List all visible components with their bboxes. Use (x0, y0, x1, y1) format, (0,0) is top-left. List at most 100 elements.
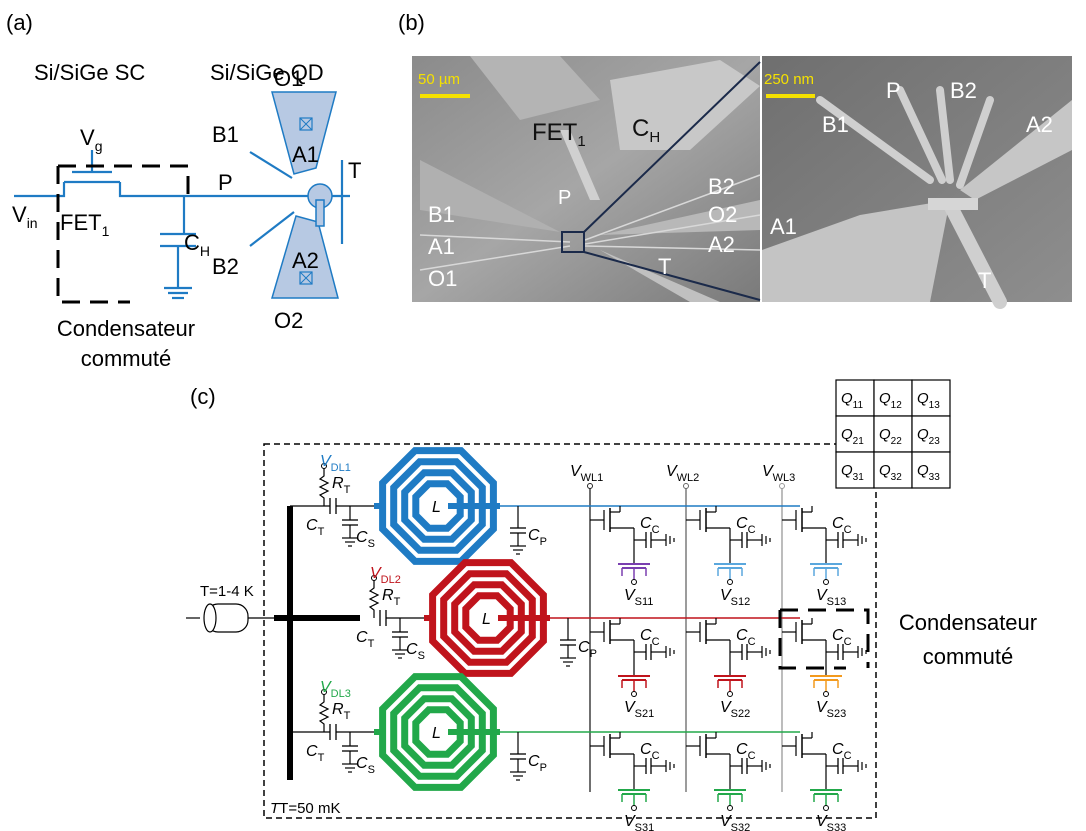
ch-label: CH (184, 230, 210, 259)
cc-label: CC (736, 741, 756, 762)
switched-cap-cell-21: CC VS21 (590, 618, 675, 720)
qd-title: Si/SiGe QD (210, 60, 324, 85)
coax-input (186, 603, 290, 633)
zoom-region-box (561, 231, 585, 253)
ohmic-contact-o2 (299, 271, 313, 285)
inductor-label: L (482, 611, 491, 628)
qubit-cell (911, 415, 951, 453)
switched-capacitor-box (56, 164, 190, 304)
cc-label: CC (832, 627, 852, 648)
rt-label: RT (382, 587, 401, 608)
sem-b2-label: B2 (708, 174, 735, 199)
fet-transistor (14, 150, 350, 300)
qubit-label-q22: Q22 (879, 426, 902, 447)
zoom-b1-label: B1 (822, 112, 849, 137)
zoom-p-label: P (886, 78, 901, 103)
zoom-b2-label: B2 (950, 78, 977, 103)
qubit-label-q11: Q11 (841, 390, 863, 411)
qubit-cell (835, 379, 875, 417)
scale-right-label: 250 nm (764, 71, 814, 88)
wordline-label-2: VWL2 (666, 463, 699, 484)
b2-label: B2 (212, 254, 239, 279)
qubit-label-q21: Q21 (841, 426, 864, 447)
zoom-t-label: T (978, 268, 991, 293)
qubit-label-q33: Q33 (917, 462, 940, 483)
wordline-label-3: VWL3 (762, 463, 795, 484)
sem-b1-label: B1 (428, 202, 455, 227)
cp-label: CP (578, 639, 597, 660)
qubit-label-q31: Q31 (841, 462, 864, 483)
vin-label: Vin (12, 202, 38, 231)
sem-a2-label: A2 (708, 232, 735, 257)
cryostat-boundary (263, 443, 877, 819)
cc-label: CC (736, 627, 756, 648)
rt-label: RT (332, 475, 351, 496)
ct-label: CT (306, 517, 325, 538)
base-temp-label: TT=50 mK (270, 800, 340, 817)
qd-reservoir-a1 (271, 91, 337, 175)
qubit-cell (873, 451, 913, 489)
qd-reservoir-a2 (270, 215, 339, 299)
qubit-cell (873, 415, 913, 453)
sem-t-label: T (658, 254, 671, 279)
switched-cap-cell-32: CC VS32 (686, 732, 771, 831)
qubit-label-q13: Q13 (917, 390, 940, 411)
caption-c-line1: Condensateur (899, 610, 1037, 635)
dataline-label-1: VDL1 (320, 453, 351, 474)
panel-c-letter: (c) (190, 384, 216, 409)
caption-a-line1: Condensateur (57, 316, 195, 341)
b1-label: B1 (212, 122, 239, 147)
source-label-31: VS31 (624, 813, 654, 831)
sc-title: Si/SiGe SC (34, 60, 145, 85)
a2-label: A2 (292, 248, 319, 273)
panel-a-letter: (a) (6, 10, 33, 35)
zoom-a2-label: A2 (1026, 112, 1053, 137)
ct-label: CT (356, 629, 375, 650)
qubit-label-q32: Q32 (879, 462, 902, 483)
qubit-cell (835, 451, 875, 489)
source-label-11: VS11 (624, 587, 653, 608)
panel-b-letter: (b) (398, 10, 425, 35)
a1-label: A1 (292, 142, 319, 167)
qubit-cell (873, 379, 913, 417)
sem-o1-label: O1 (428, 266, 457, 291)
fet-label: FET1 (60, 210, 110, 239)
cc-label: CC (832, 515, 852, 536)
p-label: P (218, 170, 233, 195)
rf-bus (274, 506, 360, 780)
cc-label: CC (640, 515, 660, 536)
sem-o2-label: O2 (708, 202, 737, 227)
spiral-inductor-3: L (379, 673, 497, 791)
caption-a-line2: commuté (81, 346, 171, 371)
cs-label: CS (356, 529, 375, 550)
sem-p-label: P (558, 187, 571, 209)
rt-label: RT (332, 701, 351, 722)
cc-label: CC (640, 627, 660, 648)
wordline-label-1: VWL1 (570, 463, 603, 484)
switched-cap-cell-11: CC VS11 (590, 506, 675, 608)
vg-label: Vg (80, 125, 102, 154)
cp-label: CP (528, 527, 547, 548)
switched-capacitor-box-c (778, 608, 870, 670)
source-label-33: VS33 (816, 813, 846, 831)
caption-c-line2: commuté (923, 644, 1013, 669)
sem-fet-label: FET1 (532, 119, 586, 150)
qubit-cell (911, 451, 951, 489)
wordline-3: VWL3 (762, 463, 795, 792)
wordline-1: VWL1 (570, 463, 603, 792)
o2-label: O2 (274, 308, 303, 333)
source-label-21: VS21 (624, 699, 654, 720)
cs-label: CS (406, 641, 425, 662)
ct-label: CT (306, 743, 325, 764)
qubit-label-q12: Q12 (879, 390, 902, 411)
source-label-32: VS32 (720, 813, 750, 831)
o1-label: O1 (274, 66, 303, 91)
